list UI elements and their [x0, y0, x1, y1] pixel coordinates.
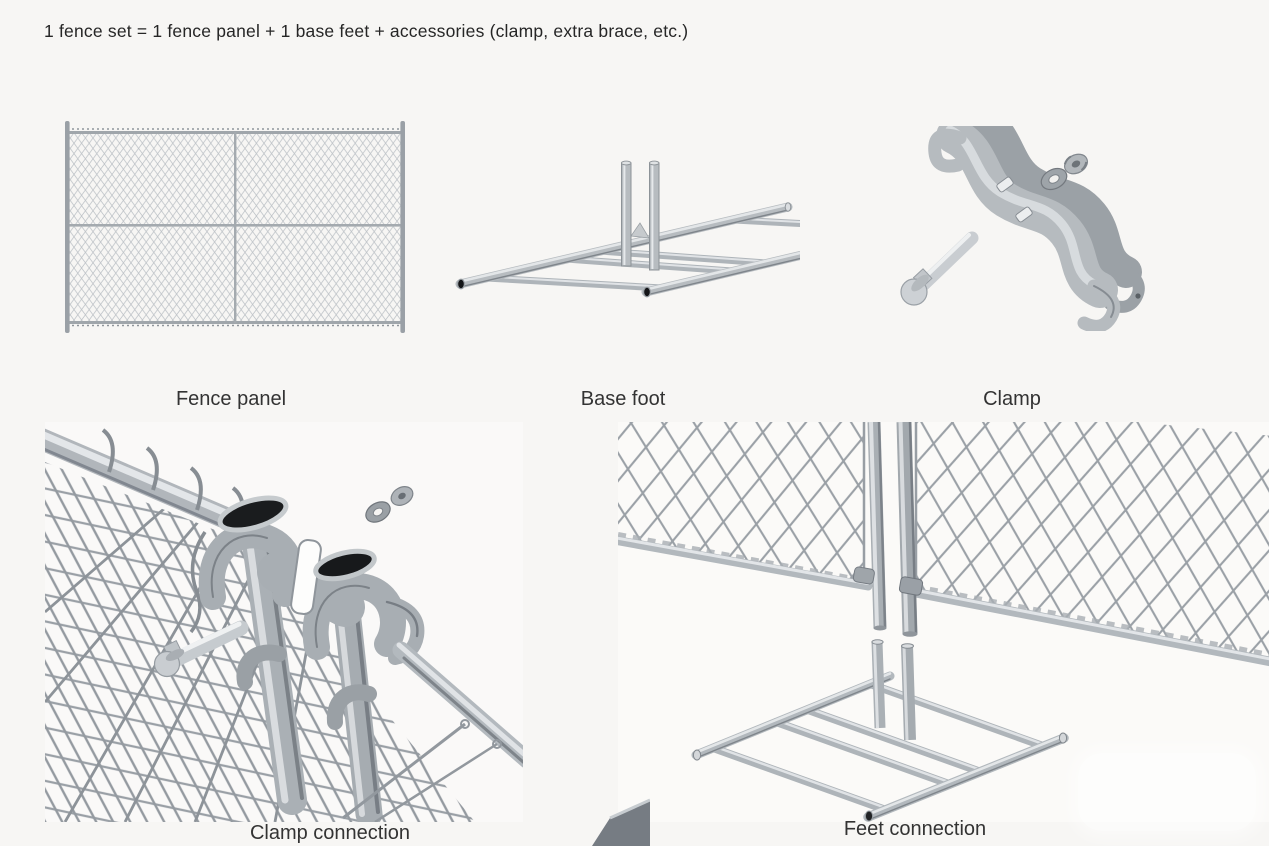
clamp-illustration — [900, 126, 1145, 331]
carriage-bolt — [900, 231, 979, 306]
chain-link-mesh-left — [618, 422, 864, 585]
label-feet-connection: Feet connection — [843, 818, 987, 840]
base-foot-frame — [691, 671, 1069, 822]
selvage-knuckles — [618, 422, 1269, 658]
nut — [390, 486, 414, 506]
clamp-connection-illustration — [45, 422, 523, 822]
post-openings — [217, 495, 377, 582]
label-clamp: Clamp — [983, 388, 1041, 410]
figure-fence-panel — [55, 112, 415, 342]
fence-posts — [867, 422, 918, 637]
label-fence-panel: Fence panel — [175, 388, 287, 410]
panel-clamp — [198, 522, 425, 730]
clamp-front-plate — [928, 126, 1141, 331]
clamp-slots — [996, 176, 1033, 223]
carriage-bolt — [153, 620, 249, 678]
brace-wires — [342, 719, 502, 822]
set-formula-caption: 1 fence set = 1 fence panel + 1 base fee… — [44, 21, 689, 41]
figure-clamp — [880, 126, 1175, 331]
base-foot-illustration — [455, 160, 800, 298]
label-clamp-connection: Clamp connection — [249, 822, 411, 844]
fence-panel-illustration — [65, 121, 405, 333]
figure-base-foot — [450, 135, 800, 310]
watermark-area — [1078, 753, 1256, 831]
rail-post-fittings — [852, 566, 924, 596]
washer — [365, 501, 391, 523]
base-foot-stub-posts — [871, 639, 916, 741]
nut — [1063, 153, 1089, 175]
panel-frame — [65, 121, 405, 333]
bottom-rails — [618, 536, 1269, 667]
mounting-posts — [620, 160, 660, 271]
washer — [1040, 167, 1068, 191]
stray-render-fragment — [592, 798, 650, 846]
label-base-foot: Base foot — [580, 388, 666, 410]
figure-clamp-connection — [45, 422, 523, 822]
lower-rail — [392, 641, 523, 768]
